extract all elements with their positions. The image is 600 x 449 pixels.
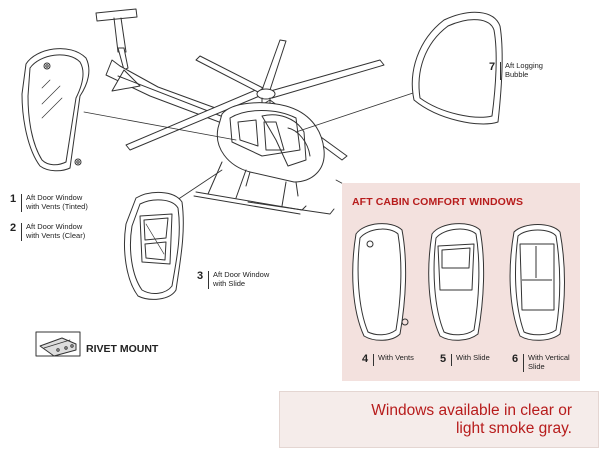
callout-number: 1	[10, 193, 17, 205]
callout-number: 4	[362, 353, 369, 365]
rivet-mount-icon	[35, 331, 81, 357]
callout-number: 3	[197, 270, 204, 282]
callout-number: 2	[10, 222, 17, 234]
aft-door-window-vents	[21, 48, 90, 172]
tail-boom	[105, 47, 241, 129]
callout-number: 7	[489, 61, 496, 73]
availability-text: Windows available in clear or light smok…	[371, 402, 572, 437]
callout-5: 5 With Slide	[440, 353, 490, 366]
callout-divider	[451, 354, 452, 366]
callout-divider	[21, 194, 22, 212]
aft-logging-bubble	[411, 11, 503, 125]
availability-note: Windows available in clear or light smok…	[279, 391, 599, 448]
landing-skids	[193, 161, 335, 215]
callout-label: With Slide	[456, 353, 490, 362]
callout-label: With Vents	[378, 353, 414, 362]
callout-divider	[373, 354, 374, 366]
aft-door-window-slide	[124, 192, 184, 300]
rivet-mount-label: RIVET MOUNT	[86, 343, 159, 355]
fuselage	[216, 102, 325, 197]
callout-number: 6	[512, 353, 519, 365]
tail-rotor	[95, 8, 138, 53]
callout-divider	[208, 271, 209, 289]
callout-divider	[500, 62, 501, 80]
comfort-windows-panel	[342, 183, 580, 381]
callout-4: 4 With Vents	[362, 353, 414, 366]
comfort-windows-title: AFT CABIN COMFORT WINDOWS	[352, 196, 524, 208]
callout-divider	[21, 223, 22, 241]
callout-divider	[523, 354, 524, 372]
main-rotor	[125, 39, 385, 161]
callout-number: 5	[440, 353, 447, 365]
